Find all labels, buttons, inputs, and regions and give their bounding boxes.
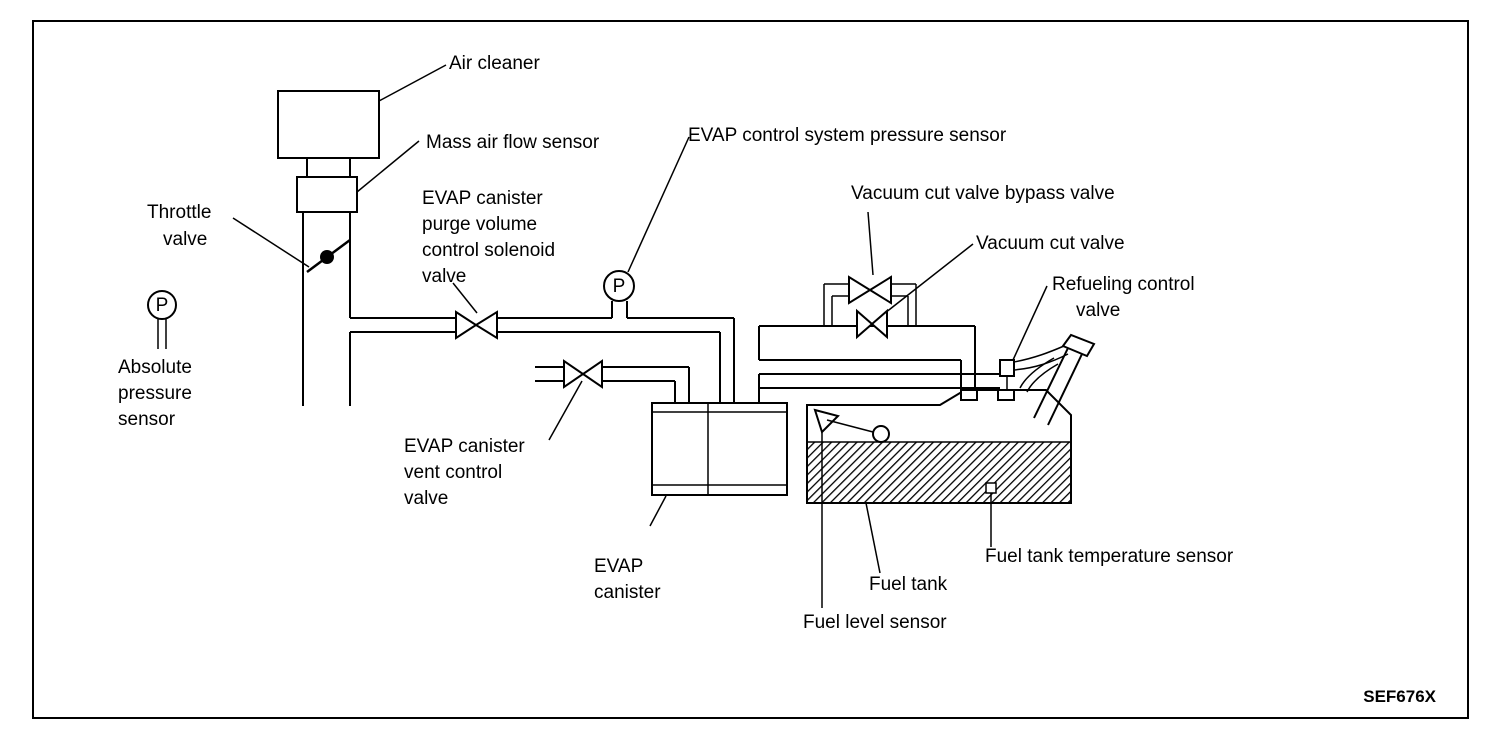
label-vacuum-cut-valve: Vacuum cut valve [976, 233, 1125, 254]
label-purge-valve-line1: EVAP canister [422, 188, 543, 209]
label-throttle-valve-line1: Throttle [147, 202, 211, 223]
leader-lines [232, 64, 1048, 608]
vapor-line-upper [758, 325, 976, 390]
refueling-control-lines [1013, 345, 1069, 393]
label-vent-control-valve-line3: valve [404, 488, 448, 509]
bypass-valve-symbol [848, 275, 892, 305]
label-evap-canister-line2: canister [594, 582, 661, 603]
purge-valve-symbol [455, 310, 498, 340]
fuel-level-sensor-symbol [813, 408, 890, 443]
label-fuel-tank-temperature-sensor: Fuel tank temperature sensor [985, 546, 1234, 567]
evap-canister-body [651, 402, 788, 496]
label-pressure-sensor: EVAP control system pressure sensor [688, 125, 1007, 146]
throttle-valve-plate [306, 238, 351, 274]
label-fuel-tank: Fuel tank [869, 574, 948, 595]
pressure-sensor-symbol: P [603, 270, 635, 302]
label-fuel-level-sensor: Fuel level sensor [803, 612, 947, 633]
absolute-pressure-sensor-symbol: P [147, 290, 177, 349]
vacuum-cut-valve-symbol [856, 308, 888, 340]
label-air-cleaner: Air cleaner [449, 53, 540, 74]
label-purge-valve-line4: valve [422, 266, 466, 287]
figure-frame [32, 20, 1469, 719]
label-refueling-control-valve-line2: valve [1076, 300, 1120, 321]
air-cleaner-outlet [306, 157, 351, 178]
label-absolute-pressure-sensor-line1: Absolute [118, 357, 192, 378]
label-vacuum-cut-valve-bypass-valve: Vacuum cut valve bypass valve [851, 183, 1115, 204]
air-cleaner-box [277, 90, 380, 159]
vent-valve-symbol [563, 359, 603, 389]
bypass-loop [823, 283, 917, 326]
tank-outlet-right [997, 389, 1015, 401]
pressure-sensor-letter: P [613, 276, 626, 297]
label-evap-canister-line1: EVAP [594, 556, 643, 577]
label-throttle-valve-line2: valve [163, 229, 207, 250]
label-vent-control-valve-line1: EVAP canister [404, 436, 525, 457]
filler-neck [1033, 333, 1096, 426]
fuel-tank-temperature-sensor-symbol [985, 482, 997, 494]
mass-air-flow-sensor-box [296, 176, 358, 213]
vapor-line-lower [758, 373, 1000, 403]
label-mass-air-flow-sensor: Mass air flow sensor [426, 132, 600, 153]
label-absolute-pressure-sensor-line3: sensor [118, 409, 176, 430]
purge-line [350, 301, 735, 403]
label-vent-control-valve-line2: vent control [404, 462, 502, 483]
label-refueling-control-valve-line1: Refueling control [1052, 274, 1195, 295]
tank-outlet-left [960, 389, 978, 401]
label-purge-valve-line2: purge volume [422, 214, 537, 235]
intake-duct [302, 212, 351, 406]
figure-code: SEF676X [1363, 687, 1436, 706]
fuel-tank-liquid [807, 442, 1071, 503]
label-absolute-pressure-sensor-line2: pressure [118, 383, 192, 404]
label-purge-valve-line3: control solenoid [422, 240, 555, 261]
refueling-control-valve-symbol [999, 359, 1015, 390]
absolute-pressure-sensor-letter: P [156, 295, 169, 316]
vent-line [535, 366, 690, 403]
